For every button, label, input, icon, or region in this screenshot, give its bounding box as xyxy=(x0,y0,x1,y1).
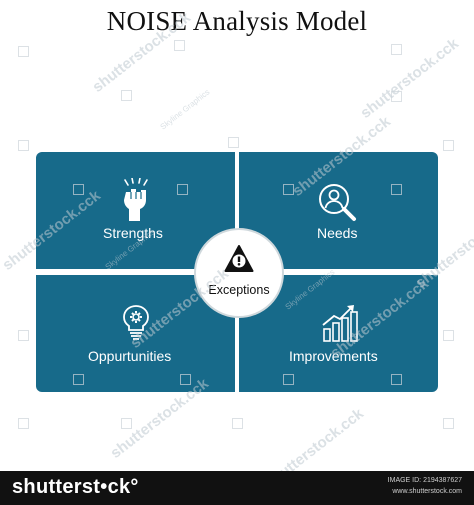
strengths-label: Strengths xyxy=(103,225,163,241)
watermark-square xyxy=(121,418,132,429)
needs-label: Needs xyxy=(317,225,358,241)
raised-fist-icon xyxy=(124,178,148,221)
watermark-square xyxy=(228,137,239,148)
watermark-square xyxy=(177,184,188,195)
watermark-square xyxy=(443,330,454,341)
watermark-small-text: Skyline Graphics xyxy=(158,87,212,132)
watermark-square xyxy=(391,91,402,102)
watermark-square xyxy=(391,374,402,385)
image-id-text: IMAGE ID: 2194387627 xyxy=(387,477,462,484)
growth-chart-icon xyxy=(322,305,358,342)
watermark-square xyxy=(174,40,185,51)
person-magnifier-icon xyxy=(319,184,356,221)
watermark-square xyxy=(121,90,132,101)
exceptions-label: Exceptions xyxy=(208,283,270,297)
watermark-square xyxy=(391,44,402,55)
watermark-square xyxy=(73,184,84,195)
watermark-square xyxy=(232,418,243,429)
opportunities-label: Oppurtunities xyxy=(88,348,172,364)
watermark-square xyxy=(18,418,29,429)
watermark-square xyxy=(283,184,294,195)
lightbulb-gear-icon xyxy=(123,305,149,340)
stock-footer-bar: shutterst•ck° IMAGE ID: 2194387627 www.s… xyxy=(0,471,474,505)
watermark-square xyxy=(391,184,402,195)
watermark-square xyxy=(18,46,29,57)
site-url-text: www.shutterstock.com xyxy=(392,488,462,495)
diagram-title: NOISE Analysis Model xyxy=(106,6,368,36)
warning-triangle-icon xyxy=(224,245,254,272)
exceptions-circle: Exceptions xyxy=(194,228,284,318)
watermark-square xyxy=(443,140,454,151)
watermark-square xyxy=(18,330,29,341)
strengths-panel: Strengths xyxy=(36,152,235,269)
shutterstock-logo: shutterst•ck° xyxy=(12,476,139,498)
improvements-label: Improvements xyxy=(289,348,378,364)
watermark-square xyxy=(73,374,84,385)
watermark-text: shutterstock.cck xyxy=(357,35,462,122)
watermark-square xyxy=(283,374,294,385)
watermark-square xyxy=(443,418,454,429)
watermark-square xyxy=(18,140,29,151)
watermark-square xyxy=(180,374,191,385)
